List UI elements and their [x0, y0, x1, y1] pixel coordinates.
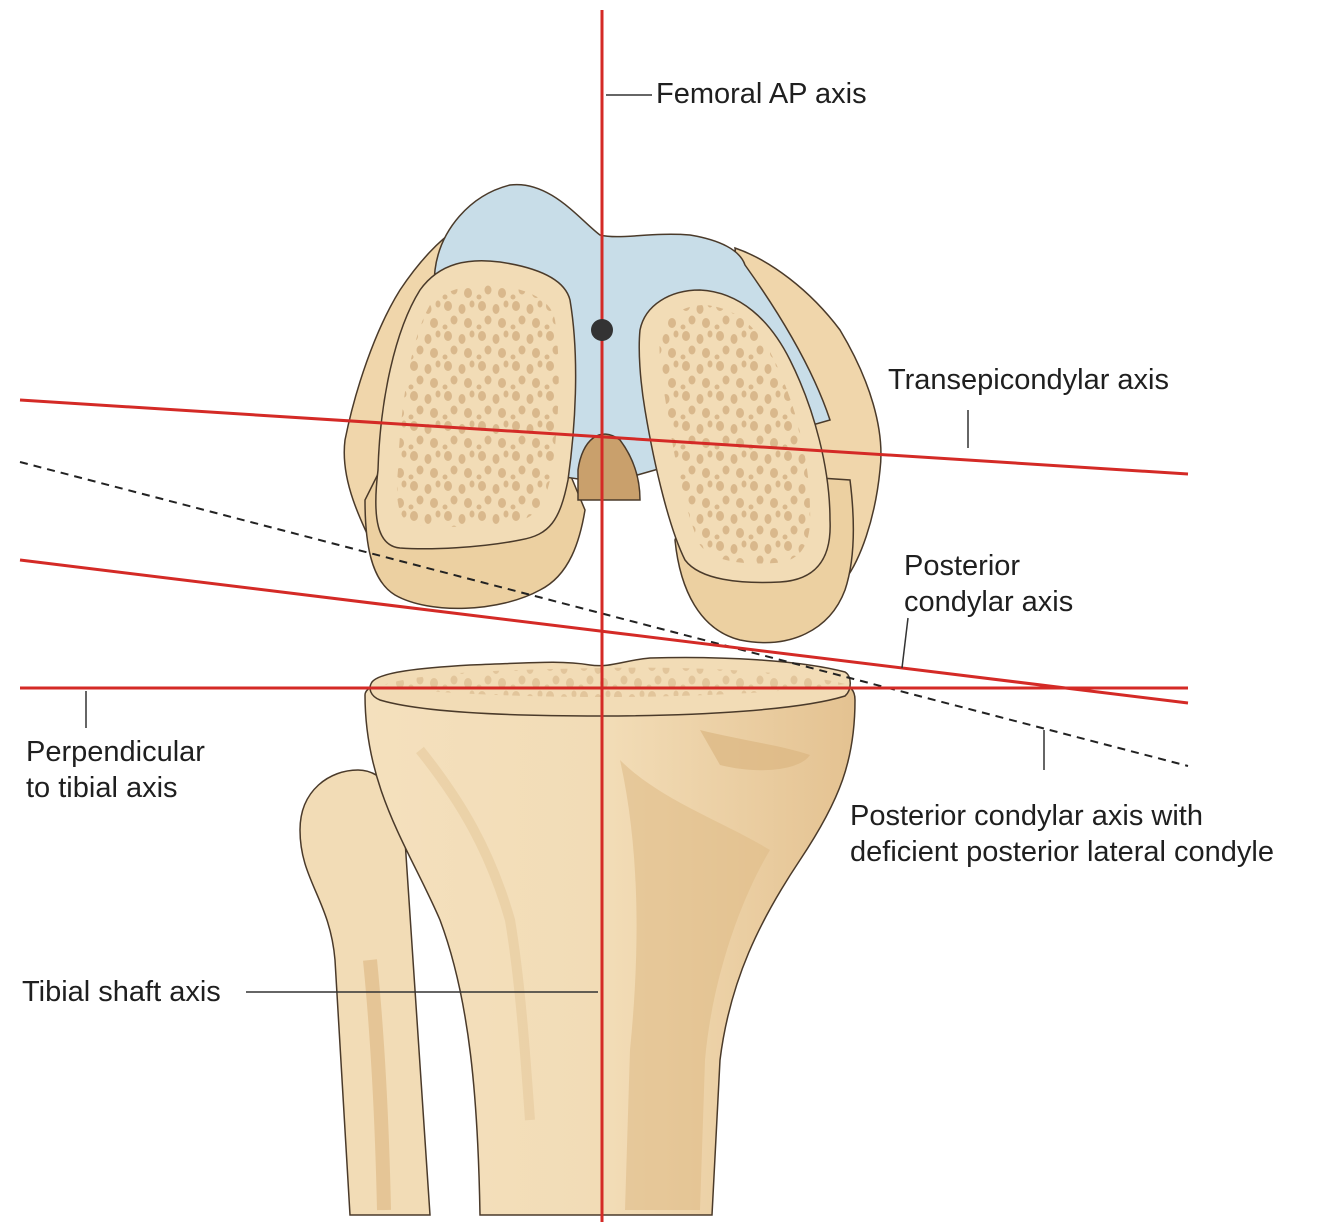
- posterior-condylar-deficient-line-1: Posterior condylar axis with: [850, 798, 1274, 834]
- posterior-condylar-deficient-label: Posterior condylar axis with deficient p…: [850, 798, 1274, 870]
- posterior-condylar-axis-leader: [902, 618, 908, 668]
- femur: [344, 185, 881, 643]
- tibia: [365, 658, 855, 1215]
- perpendicular-tibial-axis-label: Perpendicular to tibial axis: [26, 734, 205, 806]
- posterior-condylar-deficient-line-2: deficient posterior lateral condyle: [850, 834, 1274, 870]
- tibial-shaft-axis-text: Tibial shaft axis: [22, 974, 221, 1010]
- transepicondylar-axis-text: Transepicondylar axis: [888, 362, 1169, 398]
- transepicondylar-axis-label: Transepicondylar axis: [888, 362, 1169, 398]
- posterior-condylar-axis-label: Posterior condylar axis: [904, 548, 1073, 620]
- tibial-shaft-axis-label: Tibial shaft axis: [22, 974, 221, 1010]
- femoral-ap-axis-label: Femoral AP axis: [656, 76, 867, 112]
- perpendicular-tibial-axis-line-2: to tibial axis: [26, 770, 205, 806]
- femoral-ap-axis-text: Femoral AP axis: [656, 76, 867, 112]
- posterior-condylar-axis-line-1: Posterior: [904, 548, 1073, 584]
- femoral-reference-dot: [591, 319, 613, 341]
- perpendicular-tibial-axis-line-1: Perpendicular: [26, 734, 205, 770]
- posterior-condylar-axis-line-2: condylar axis: [904, 584, 1073, 620]
